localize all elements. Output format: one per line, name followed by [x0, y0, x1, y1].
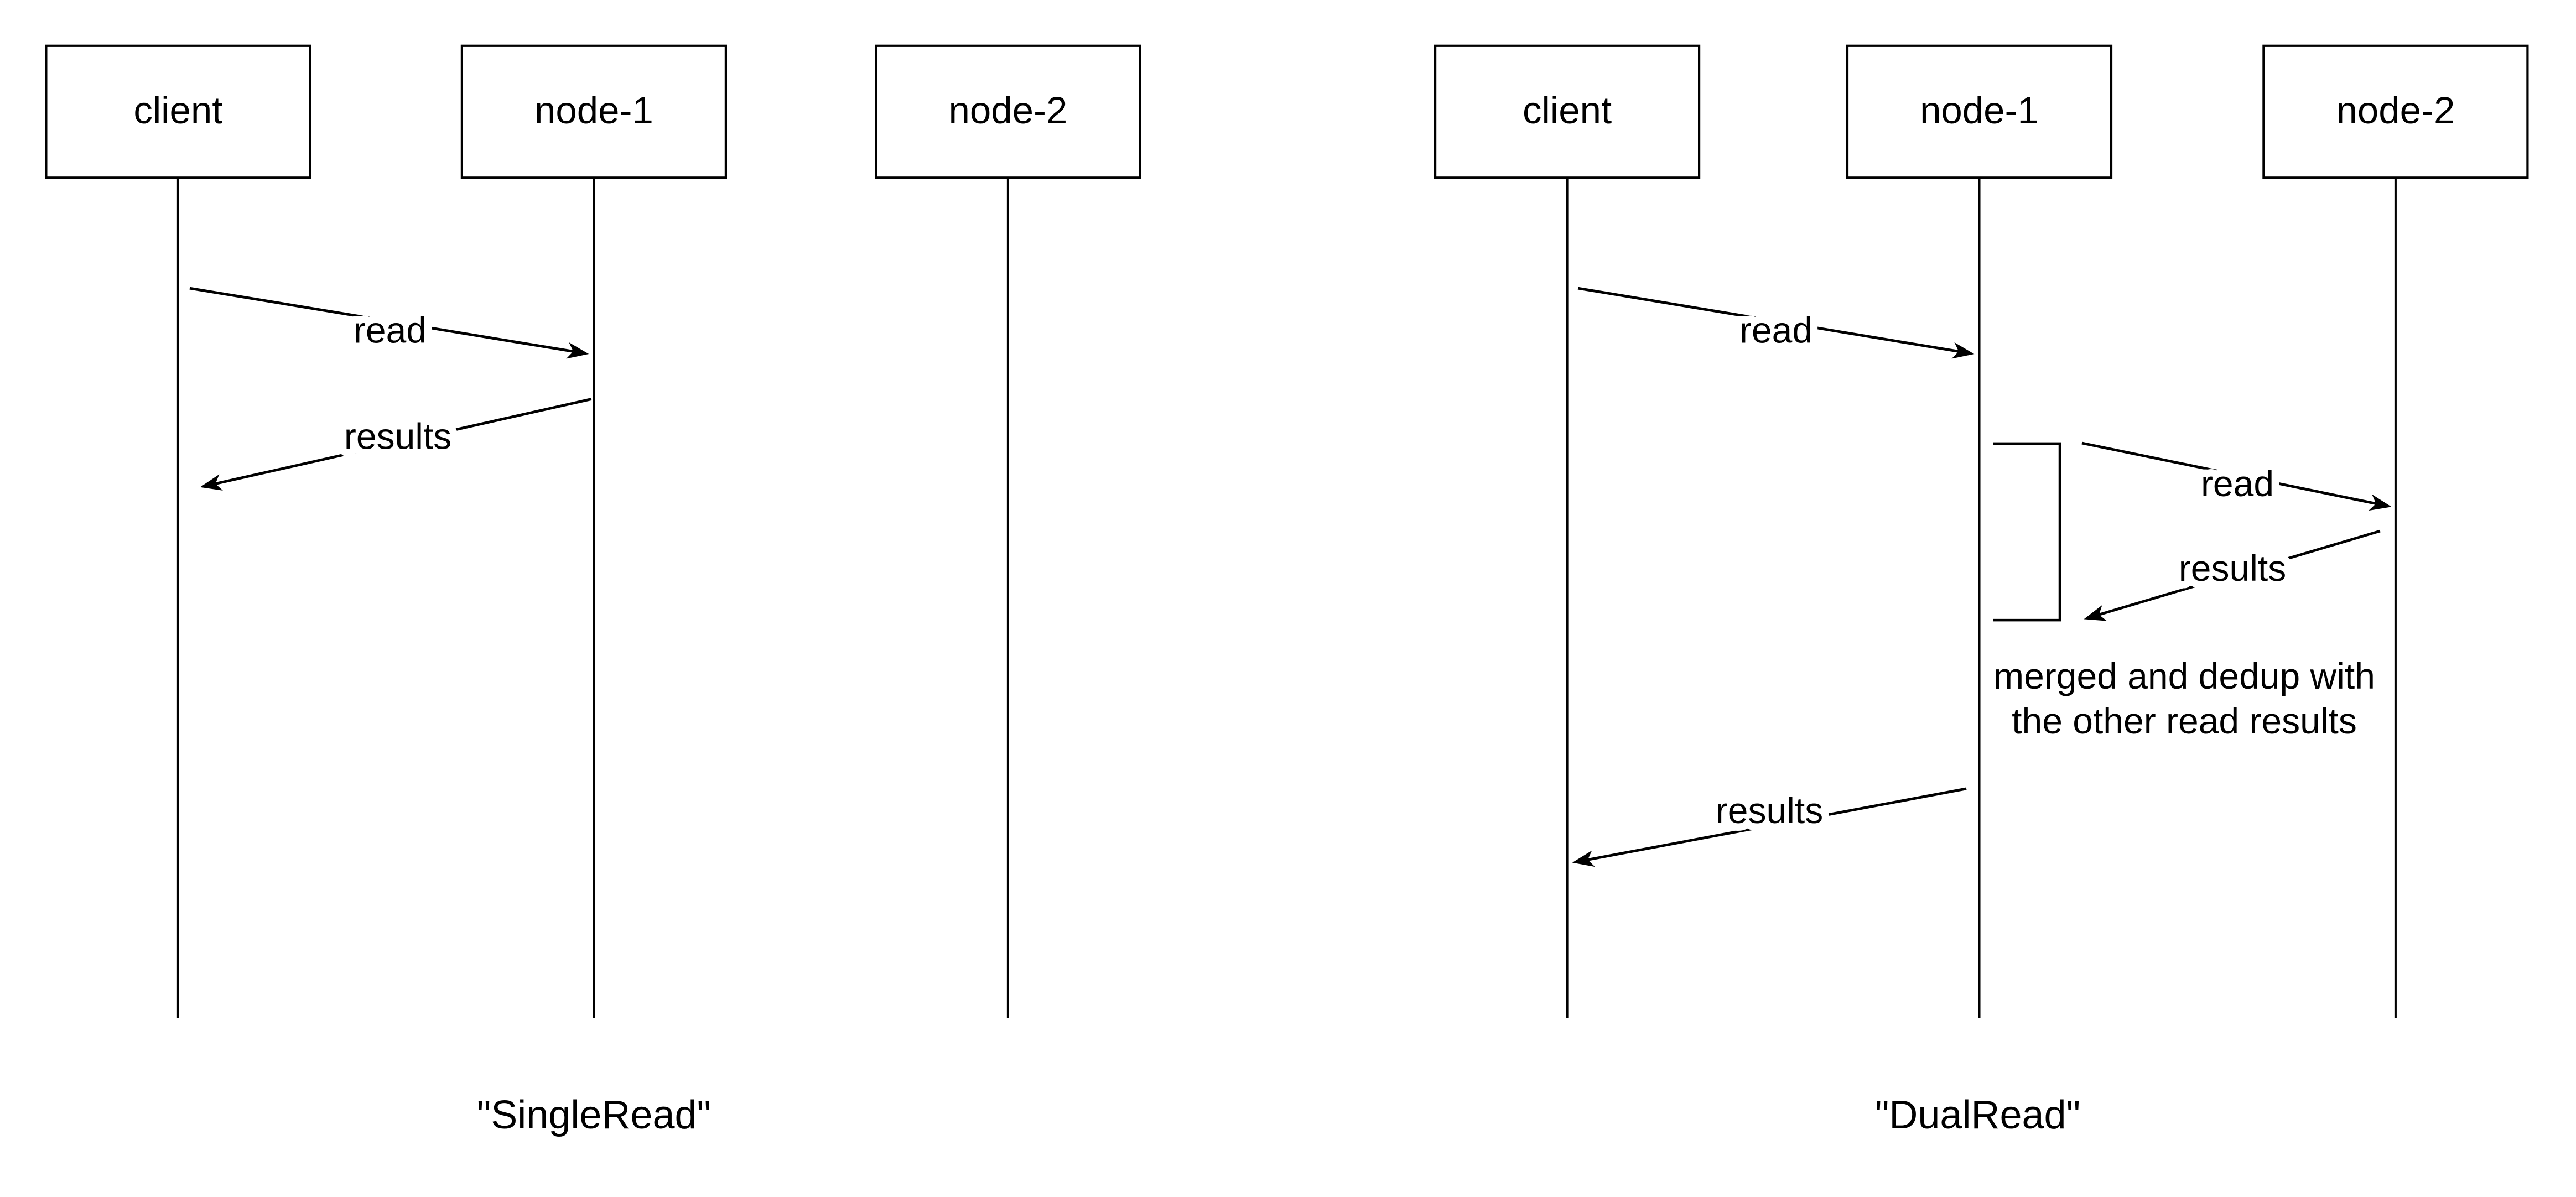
- actor-box-node-1: [1846, 44, 2113, 179]
- diagram-dual-read: client node-1 node-2 read read results m…: [1434, 44, 2529, 1137]
- actor-label-client: client: [133, 89, 222, 132]
- message-arrow-read-1: [1577, 287, 1975, 359]
- message-arrow-read-2: [2081, 441, 2392, 511]
- actor-box-client: [45, 44, 311, 179]
- message-arrow-results-2: [1572, 787, 1967, 867]
- caption-single-read: "SingleRead": [477, 1093, 711, 1137]
- activation-bracket-node-1: [1993, 442, 2061, 622]
- actor-box-node-2: [875, 44, 1141, 179]
- message-label-read-1: read: [1739, 310, 1812, 351]
- message-label-results-2: results: [1716, 790, 1823, 831]
- message-label-results: results: [344, 416, 451, 457]
- message-arrow-results: [200, 398, 592, 491]
- message-label-results-1: results: [2179, 548, 2286, 589]
- message-arrow-results-1: [2084, 529, 2381, 621]
- actor-label-node-1: node-1: [1920, 89, 2039, 132]
- note-merged-dedup-line-1: merged and dedup with: [1993, 655, 2375, 696]
- note-merged-dedup-line-2: the other read results: [2012, 700, 2357, 741]
- actor-label-node-1: node-1: [534, 89, 653, 132]
- actor-box-client: [1434, 44, 1701, 179]
- actor-box-node-1: [460, 44, 727, 179]
- actor-label-node-2: node-2: [2336, 89, 2455, 132]
- caption-dual-read: "DualRead": [1875, 1093, 2080, 1137]
- actor-label-client: client: [1523, 89, 1612, 132]
- message-arrow-read: [189, 287, 589, 359]
- actor-label-node-2: node-2: [948, 89, 1067, 132]
- message-label-read-2: read: [2201, 463, 2274, 504]
- diagram-single-read: client node-1 node-2 read results "Singl…: [45, 44, 1141, 1137]
- message-label-read: read: [354, 310, 427, 351]
- actor-box-node-2: [2262, 44, 2529, 179]
